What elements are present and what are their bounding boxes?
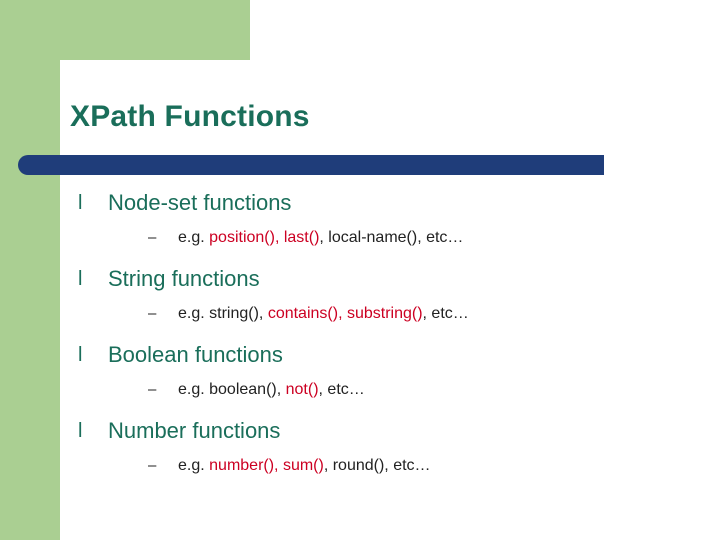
sub-item-highlight: not(): [285, 381, 319, 398]
list-item-boolean: l Boolean functions: [70, 338, 690, 372]
sub-item-highlight: position(), last(): [209, 229, 320, 246]
dash-bullet-icon: –: [148, 381, 157, 398]
sub-item-suffix: , round(), etc…: [323, 457, 431, 474]
bullet-icon: l: [78, 344, 83, 366]
left-green-band: [0, 0, 60, 540]
sub-item-prefix: e.g. string(),: [178, 305, 268, 322]
sub-item-number: – e.g. number(), sum(), round(), etc…: [70, 452, 690, 480]
sub-item-highlight: contains(), substring(): [267, 305, 423, 322]
title-underline-bar-end: [560, 155, 604, 175]
list-item-label: Node-set functions: [108, 190, 292, 215]
bullet-icon: l: [78, 192, 83, 214]
sub-item-boolean: – e.g. boolean(), not(), etc…: [70, 376, 690, 404]
bullet-icon: l: [78, 420, 83, 442]
dash-bullet-icon: –: [148, 229, 157, 246]
bullet-icon: l: [78, 268, 83, 290]
sub-item-prefix: e.g.: [178, 457, 210, 474]
list-item-string: l String functions: [70, 262, 690, 296]
dash-bullet-icon: –: [148, 305, 157, 322]
sub-item-prefix: e.g. boolean(),: [178, 381, 286, 398]
list-item-label: Number functions: [108, 418, 281, 443]
dash-bullet-icon: –: [148, 457, 157, 474]
sub-item-string: – e.g. string(), contains(), substring()…: [70, 300, 690, 328]
list-item-node-set: l Node-set functions: [70, 186, 690, 220]
content-list: l Node-set functions – e.g. position(), …: [70, 186, 690, 490]
title-underline-bar: [18, 155, 604, 175]
sub-item-highlight: number(), sum(): [209, 457, 324, 474]
top-left-green-block: [0, 0, 250, 60]
list-item-number: l Number functions: [70, 414, 690, 448]
sub-item-suffix: , etc…: [318, 381, 365, 398]
page-title: XPath Functions: [70, 100, 310, 133]
list-item-label: Boolean functions: [108, 342, 283, 367]
sub-item-node-set: – e.g. position(), last(), local-name(),…: [70, 224, 690, 252]
list-item-label: String functions: [108, 266, 260, 291]
sub-item-prefix: e.g.: [178, 229, 210, 246]
sub-item-suffix: , etc…: [422, 305, 469, 322]
sub-item-suffix: , local-name(), etc…: [319, 229, 464, 246]
